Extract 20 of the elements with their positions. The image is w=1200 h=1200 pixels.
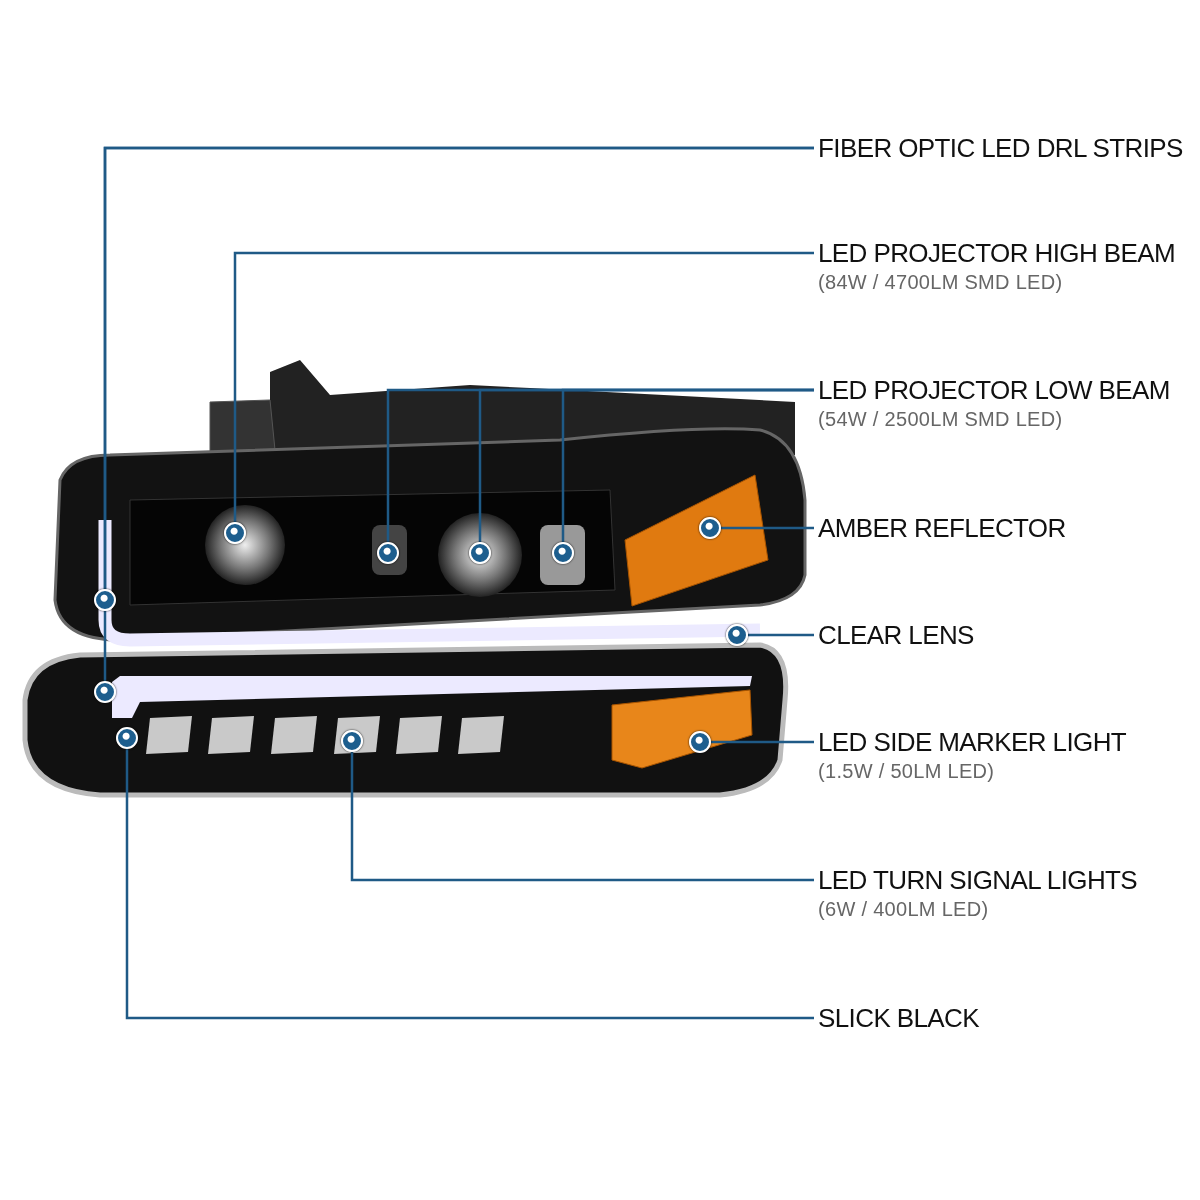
callout-label: CLEAR LENS [818,619,975,652]
callout-spec: (6W / 400LM LED) [818,897,990,921]
leader-line [561,388,814,542]
leader-line [125,749,814,1020]
callout-label: LED SIDE MARKER LIGHT [818,726,1128,759]
callout-spec: (84W / 4700LM SMD LED) [818,270,1064,294]
leader-line [350,752,814,882]
leader-line [721,526,814,530]
leader-line [233,251,814,522]
leader-line [103,146,814,681]
callout-label: AMBER REFLECTOR [818,512,1067,545]
callout-label: LED PROJECTOR HIGH BEAM [818,237,1176,270]
callout-spec: (54W / 2500LM SMD LED) [818,407,1064,431]
leader-line [711,740,814,744]
callout-label: FIBER OPTIC LED DRL STRIPS [818,132,1184,165]
callout-label: SLICK BLACK [818,1002,981,1035]
callout-spec: (1.5W / 50LM LED) [818,759,996,783]
callout-label: LED TURN SIGNAL LIGHTS [818,864,1139,897]
callout-label: LED PROJECTOR LOW BEAM [818,374,1171,407]
leader-line [748,633,814,637]
